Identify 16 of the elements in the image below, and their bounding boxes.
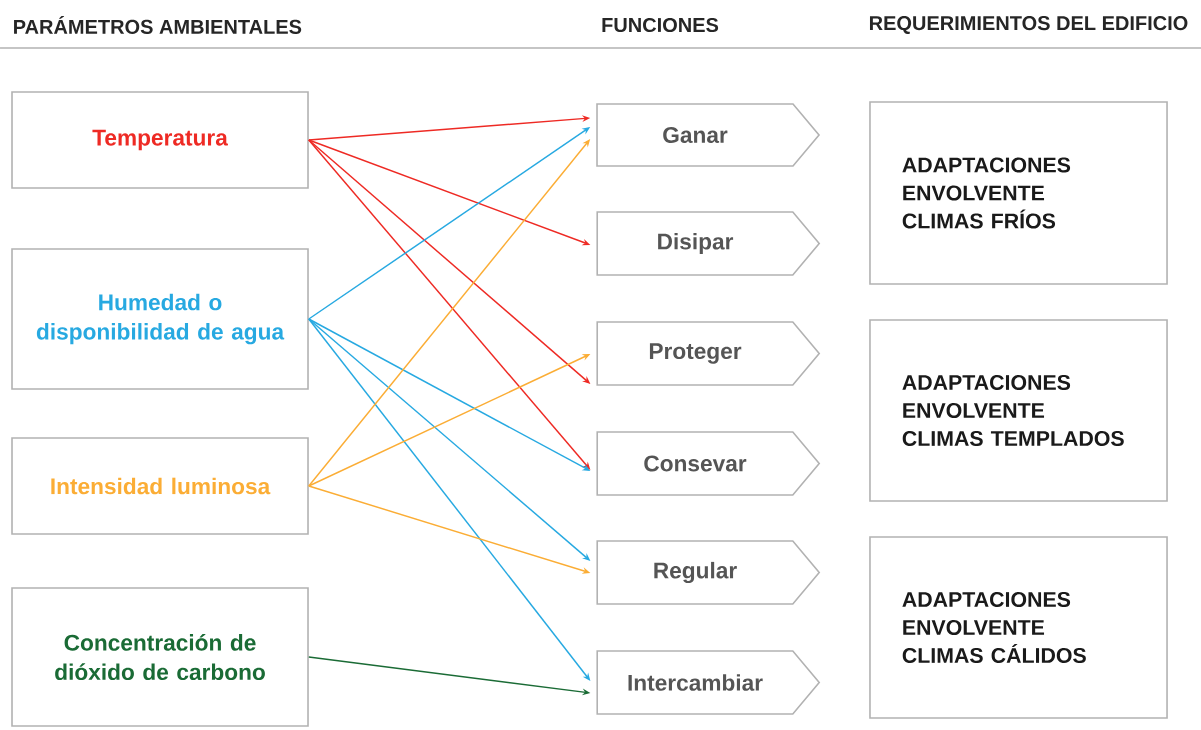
- parameter-box: Temperatura: [11, 91, 309, 189]
- column-heading: FUNCIONES: [602, 17, 719, 33]
- parameter-box: Humedad o disponibilidad de agua: [11, 248, 309, 390]
- parameter-box: Concentración de dióxido de carbono: [11, 587, 309, 727]
- function-arrow-box: Disipar: [596, 211, 821, 276]
- function-arrow-box: Regular: [596, 540, 821, 605]
- requirement-box: ADAPTACIONES ENVOLVENTE CLIMAS FRÍOS: [869, 101, 1168, 285]
- column-heading: PARÁMETROS AMBIENTALES: [14, 16, 302, 34]
- function-arrow-box: Proteger: [596, 321, 821, 386]
- requirement-box: ADAPTACIONES ENVOLVENTE CLIMAS CÁLIDOS: [869, 536, 1168, 719]
- parameter-box: Intensidad luminosa: [11, 437, 309, 535]
- function-arrow-box: Consevar: [596, 431, 821, 496]
- requirement-box: ADAPTACIONES ENVOLVENTE CLIMAS TEMPLADOS: [869, 319, 1168, 502]
- function-arrow-box: Intercambiar: [596, 650, 821, 715]
- function-arrow-box: Ganar: [596, 103, 821, 167]
- column-heading: REQUERIMIENTOS DEL EDIFICIO: [870, 16, 1188, 34]
